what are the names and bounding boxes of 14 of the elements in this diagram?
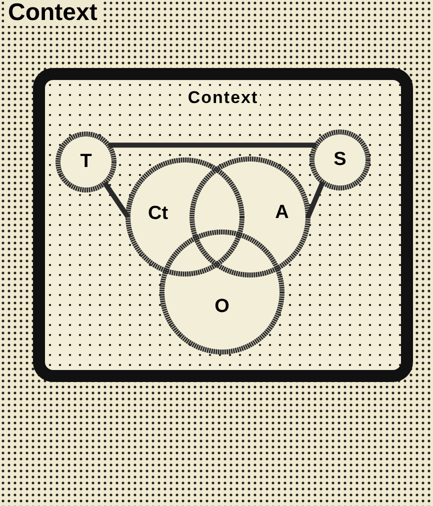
frame-heading: Context xyxy=(186,88,260,107)
circle xyxy=(55,131,117,193)
circle-label: O xyxy=(214,297,230,317)
context-frame xyxy=(33,68,413,382)
circle xyxy=(125,157,245,277)
circle-label: S xyxy=(334,150,346,170)
circle xyxy=(159,229,285,355)
circle-label: T xyxy=(80,152,92,172)
diagram-title: Context xyxy=(4,0,102,26)
circle xyxy=(189,156,311,278)
circle-label: A xyxy=(275,203,289,223)
circle-label: Ct xyxy=(148,204,168,224)
circle xyxy=(309,129,371,191)
connector-line xyxy=(108,142,316,148)
